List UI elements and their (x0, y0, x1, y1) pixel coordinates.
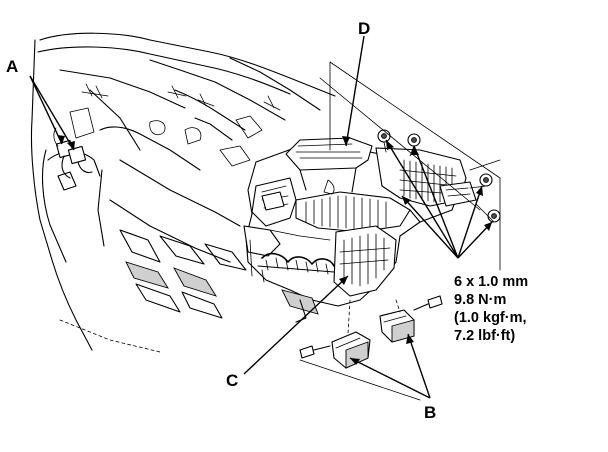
screw-icon (413, 295, 443, 311)
torque-kgfm-text: (1.0 kgf·m, (454, 310, 527, 326)
leader-a (29, 75, 75, 151)
bolt-icon (487, 209, 501, 223)
bolt-icon (479, 173, 493, 187)
callout-b-label: B (424, 403, 436, 422)
heater-unit (243, 137, 477, 323)
bracket-b-lower (331, 331, 371, 369)
screw-icon (299, 345, 331, 359)
leader-d (342, 35, 365, 147)
reference-lines (299, 61, 501, 401)
callout-d-label: D (358, 19, 370, 38)
leader-c (243, 275, 349, 375)
torque-spec-block: 6 x 1.0 mm 9.8 N·m (1.0 kgf·m, 7.2 lbf·f… (454, 274, 528, 344)
mode-door-vents (339, 233, 391, 287)
torque-lbfft-text: 7.2 lbf·ft) (454, 328, 515, 344)
dashboard-body-outline (30, 32, 336, 353)
bracket-b-upper (379, 309, 415, 343)
mounting-bolts (377, 129, 501, 223)
callout-a-label: A (6, 57, 18, 76)
bolt-icon (377, 129, 391, 143)
callout-c-label: C (226, 371, 238, 390)
bolt-icon (407, 133, 421, 147)
torque-nm-text: 9.8 N·m (454, 292, 506, 308)
blower-louvres (305, 195, 387, 231)
alignment-guide (347, 299, 401, 335)
leader-bolts (385, 139, 493, 259)
leader-b (349, 333, 431, 399)
bolt-size-text: 6 x 1.0 mm (454, 274, 528, 290)
